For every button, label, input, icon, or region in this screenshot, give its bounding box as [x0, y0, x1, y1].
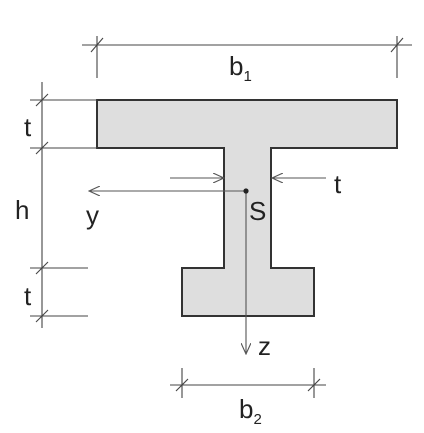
y-axis-label: y: [86, 200, 99, 230]
centroid-point: [243, 188, 249, 194]
z-axis-label: z: [258, 331, 271, 361]
dimension-b2: [170, 368, 326, 398]
dimension-b1: [82, 36, 412, 78]
t-top-label: t: [24, 112, 32, 142]
cross-section-shape: [96, 99, 398, 317]
t-web-label: t: [334, 169, 342, 199]
h-label: h: [15, 195, 29, 225]
b2-label: b2: [239, 394, 262, 428]
dimension-left-chain: [30, 82, 97, 328]
b1-label: b1: [229, 51, 252, 85]
centroid-label: S: [249, 196, 266, 226]
t-bottom-label: t: [24, 281, 32, 311]
